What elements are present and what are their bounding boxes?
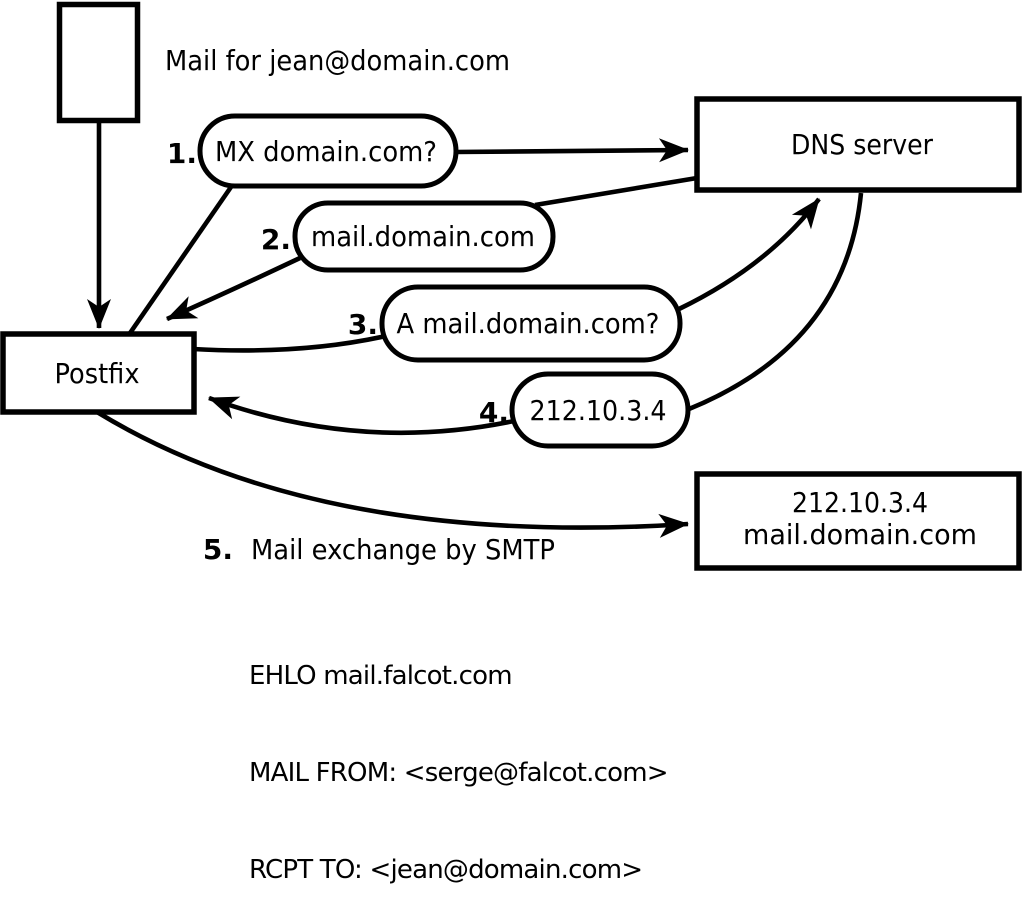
step2-number: 2. [261,223,291,256]
target-hostname-label: mail.domain.com [743,518,977,551]
query1-label: MX domain.com? [215,135,437,168]
dns-server-box [694,96,1022,193]
step5-label: Mail exchange by SMTP [251,533,555,566]
arrow-query3-to-dns [677,197,821,312]
arrow-answer2-to-postfix [166,255,301,322]
arrow-postfix-to-target-smtp [95,410,689,538]
mail-message-icon [56,1,141,124]
answer4-label: 212.10.3.4 [530,394,667,427]
target-ip-label: 212.10.3.4 [792,486,928,519]
nodes [0,1,1022,571]
answer2-label: mail.domain.com [311,220,535,253]
smtp-line-rcpt-to: RCPT TO: <jean@domain.com> [249,855,643,886]
mail-for-label: Mail for jean@domain.com [165,44,510,77]
smtp-session-transcript: EHLO mail.falcot.com MAIL FROM: <serge@f… [249,595,669,919]
arrow-query1-to-dns [454,138,689,163]
connectors [87,123,864,538]
arrow-answer4-to-postfix [208,395,515,436]
postfix-label: Postfix [55,357,140,390]
postfix-box [0,331,197,415]
line-postfix-to-query3 [192,333,387,353]
query3-bubble [379,284,683,363]
line-dns-to-answer2 [534,175,698,208]
dns-server-label: DNS server [791,128,933,161]
step1-number: 1. [167,137,197,170]
answer2-bubble [292,200,556,273]
smtp-line-mail-from: MAIL FROM: <serge@falcot.com> [249,758,669,789]
target-server-box [694,471,1022,571]
query3-label: A mail.domain.com? [397,307,660,340]
labels: Mail for jean@domain.com 1. MX domain.co… [55,44,978,566]
line-dns-to-answer4 [688,192,864,412]
answer4-bubble [509,371,691,449]
step3-number: 3. [348,308,378,341]
step4-number: 4. [479,396,509,429]
line-postfix-to-query1 [126,185,233,338]
step5-number: 5. [203,533,233,566]
query1-bubble [197,113,459,189]
smtp-line-ehlo: EHLO mail.falcot.com [249,660,513,691]
